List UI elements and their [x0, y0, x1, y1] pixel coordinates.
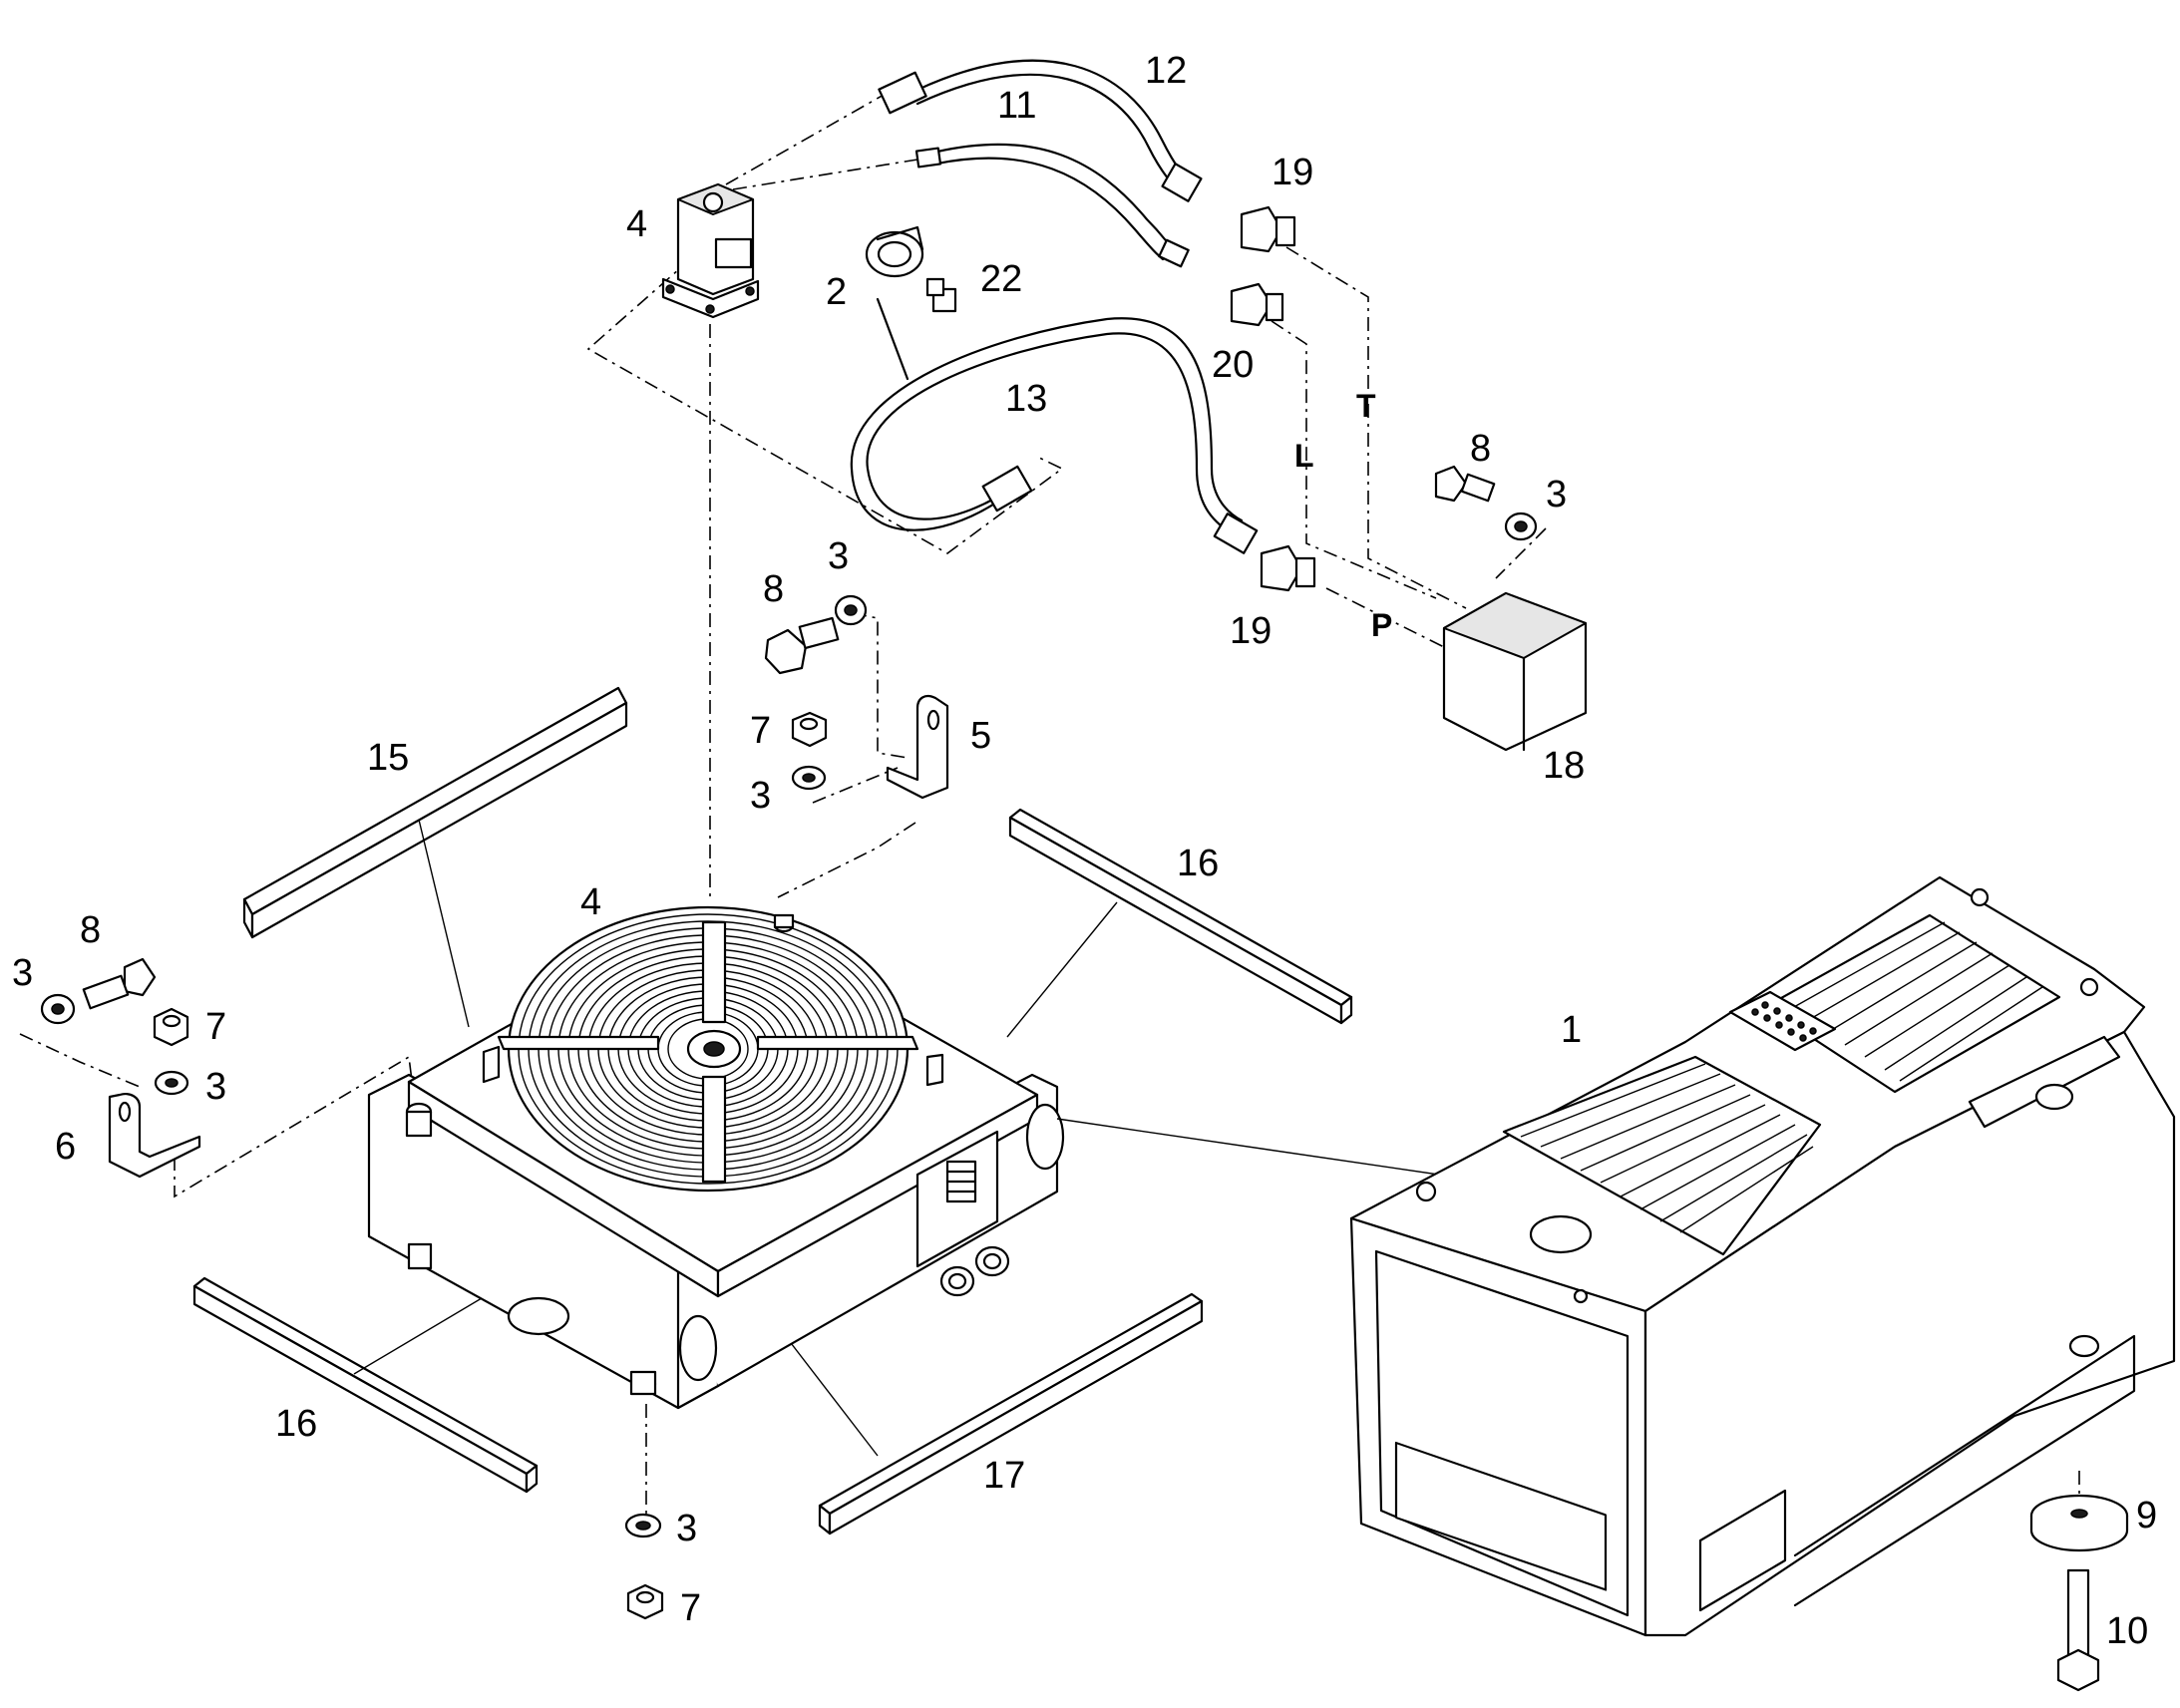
callout-7c: 7 [680, 1587, 701, 1629]
vent-dots [1751, 1001, 1817, 1042]
callout-13: 13 [1005, 378, 1047, 420]
callout-12: 12 [1145, 50, 1187, 92]
front-vents [1394, 1441, 1608, 1591]
hose-13 [850, 317, 1259, 554]
callout-18: 18 [1543, 745, 1585, 787]
callout-19b: 19 [1230, 610, 1272, 652]
callout-3b: 3 [828, 535, 849, 577]
oil-cooler [367, 905, 1065, 1410]
callout-19a: 19 [1272, 152, 1313, 193]
callout-17: 17 [983, 1455, 1025, 1497]
callout-16b: 16 [275, 1403, 317, 1445]
callout-2: 2 [826, 271, 847, 313]
foam-strip-16-right [1006, 808, 1353, 1038]
callout-8a: 8 [1470, 428, 1491, 470]
callout-7a: 7 [750, 710, 771, 752]
washer-nut-bottom [624, 1513, 664, 1620]
callout-22: 22 [980, 258, 1022, 300]
callout-4a: 4 [626, 203, 647, 245]
nut-7-left [153, 1007, 189, 1096]
thermostat-valve [661, 182, 760, 319]
callout-1: 1 [1561, 1009, 1582, 1051]
callout-10: 10 [2106, 1610, 2148, 1652]
bolt-8-right [1434, 465, 1538, 541]
callout-4b: 4 [580, 881, 601, 923]
callout-3f: 3 [676, 1508, 697, 1549]
fitting-20 [1230, 282, 1284, 327]
callout-8b: 8 [763, 568, 784, 610]
port-p-label: P [1371, 607, 1392, 643]
clamp-and-plug [865, 225, 957, 381]
callout-7b: 7 [205, 1006, 226, 1048]
bracket-6 [108, 1093, 201, 1179]
callout-15: 15 [367, 737, 409, 779]
foam-strip-15 [242, 686, 628, 1028]
bracket-5 [886, 694, 949, 800]
callout-3d: 3 [12, 952, 33, 994]
callout-labels: 1 2 3 3 3 3 3 3 4 4 5 6 7 7 7 8 8 8 9 10… [12, 50, 2157, 1652]
fitting-19-top [1240, 205, 1296, 253]
hood-grille-right [1763, 913, 2061, 1094]
hood-grille-left [1502, 1055, 1822, 1256]
callout-8c: 8 [80, 909, 101, 951]
callout-9: 9 [2136, 1495, 2157, 1537]
mount-pins [405, 913, 795, 1396]
valve-block-18 [1442, 591, 1588, 752]
nut-7-middle [791, 711, 828, 791]
callout-3c: 3 [750, 775, 771, 817]
foam-strip-17 [777, 1292, 1204, 1536]
foam-strip-16-left [192, 1275, 539, 1494]
hose-12 [878, 59, 1203, 202]
hood-cover [1056, 875, 2176, 1637]
callout-5: 5 [970, 715, 991, 757]
callout-3e: 3 [205, 1066, 226, 1108]
rubber-mount-9 [2029, 1494, 2129, 1552]
callout-20: 20 [1212, 344, 1254, 386]
callout-16a: 16 [1177, 843, 1219, 884]
callout-11: 11 [997, 85, 1036, 127]
hose-11 [914, 143, 1190, 268]
callout-6: 6 [55, 1126, 76, 1168]
fitting-19-bottom [1260, 544, 1316, 592]
bolt-8-middle [764, 594, 868, 675]
dash-lines [19, 89, 2080, 1521]
port-l-label: L [1294, 438, 1314, 474]
bolt-8-left [40, 957, 157, 1025]
callout-3a: 3 [1546, 474, 1567, 515]
port-t-label: T [1356, 388, 1376, 424]
bolt-10 [2056, 1568, 2100, 1692]
